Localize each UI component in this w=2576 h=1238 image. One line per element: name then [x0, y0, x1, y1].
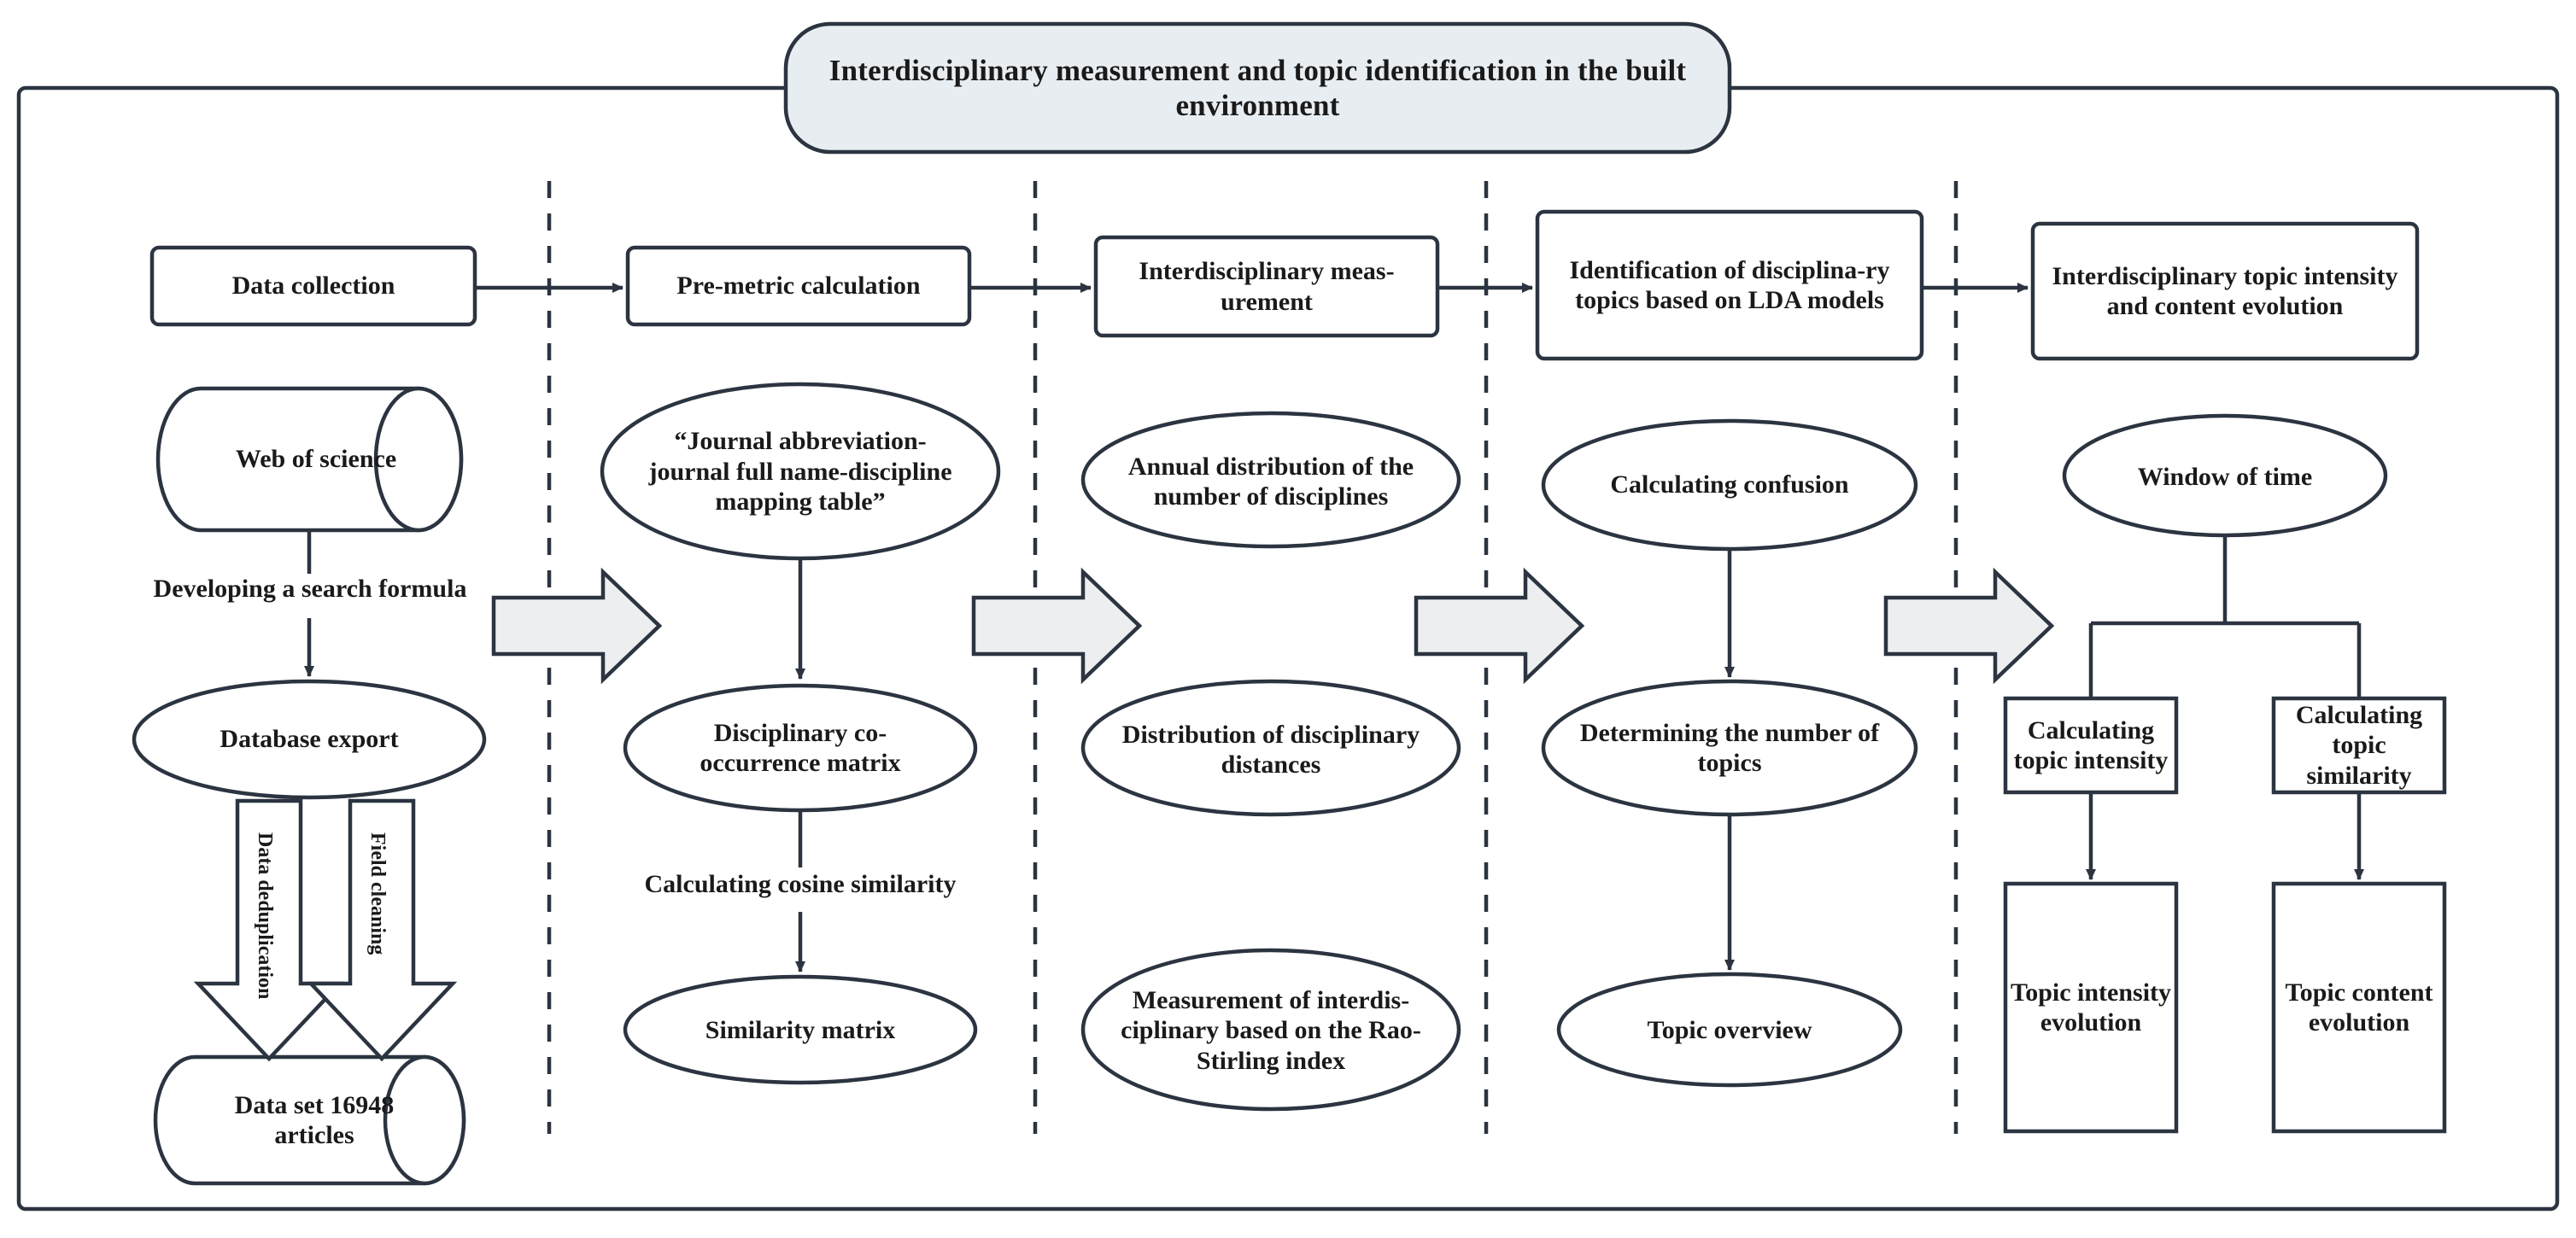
edge-arrow-field-cleaning: [306, 798, 458, 1062]
node-topic-content-evolution[interactable]: [2271, 881, 2447, 1134]
node-co-occurrence-matrix[interactable]: [623, 683, 978, 813]
stage-block-arrow-2: [971, 567, 1143, 685]
stage-1-header-box[interactable]: [149, 245, 477, 327]
node-calc-topic-similarity[interactable]: [2271, 696, 2447, 795]
node-annual-distribution[interactable]: [1080, 411, 1461, 549]
node-topic-overview[interactable]: [1556, 972, 1903, 1088]
node-mapping-table[interactable]: [600, 382, 1001, 561]
node-data-set[interactable]: [153, 1054, 466, 1186]
stage-block-arrow-1: [491, 567, 663, 685]
node-web-of-science[interactable]: [155, 386, 464, 533]
stage-5-header-box[interactable]: [2030, 221, 2420, 361]
node-calculating-confusion[interactable]: [1541, 418, 1918, 552]
stage-2-header-box[interactable]: [625, 245, 972, 327]
node-distance-distribution[interactable]: [1080, 679, 1461, 817]
node-calc-topic-intensity[interactable]: [2003, 696, 2179, 795]
node-window-of-time[interactable]: [2062, 413, 2388, 538]
edge-arrow-data-deduplication: [193, 798, 345, 1062]
node-similarity-matrix[interactable]: [623, 974, 978, 1085]
node-topic-intensity-evolution[interactable]: [2003, 881, 2179, 1134]
node-rao-stirling[interactable]: [1080, 948, 1461, 1112]
stage-block-arrow-3: [1414, 567, 1585, 685]
stage-4-header-box[interactable]: [1535, 209, 1924, 361]
stage-3-header-box[interactable]: [1093, 235, 1440, 338]
node-determining-num-topics[interactable]: [1541, 679, 1918, 817]
stage-block-arrow-4: [1883, 567, 2055, 685]
title-banner: [783, 21, 1732, 155]
node-database-export[interactable]: [132, 679, 487, 800]
